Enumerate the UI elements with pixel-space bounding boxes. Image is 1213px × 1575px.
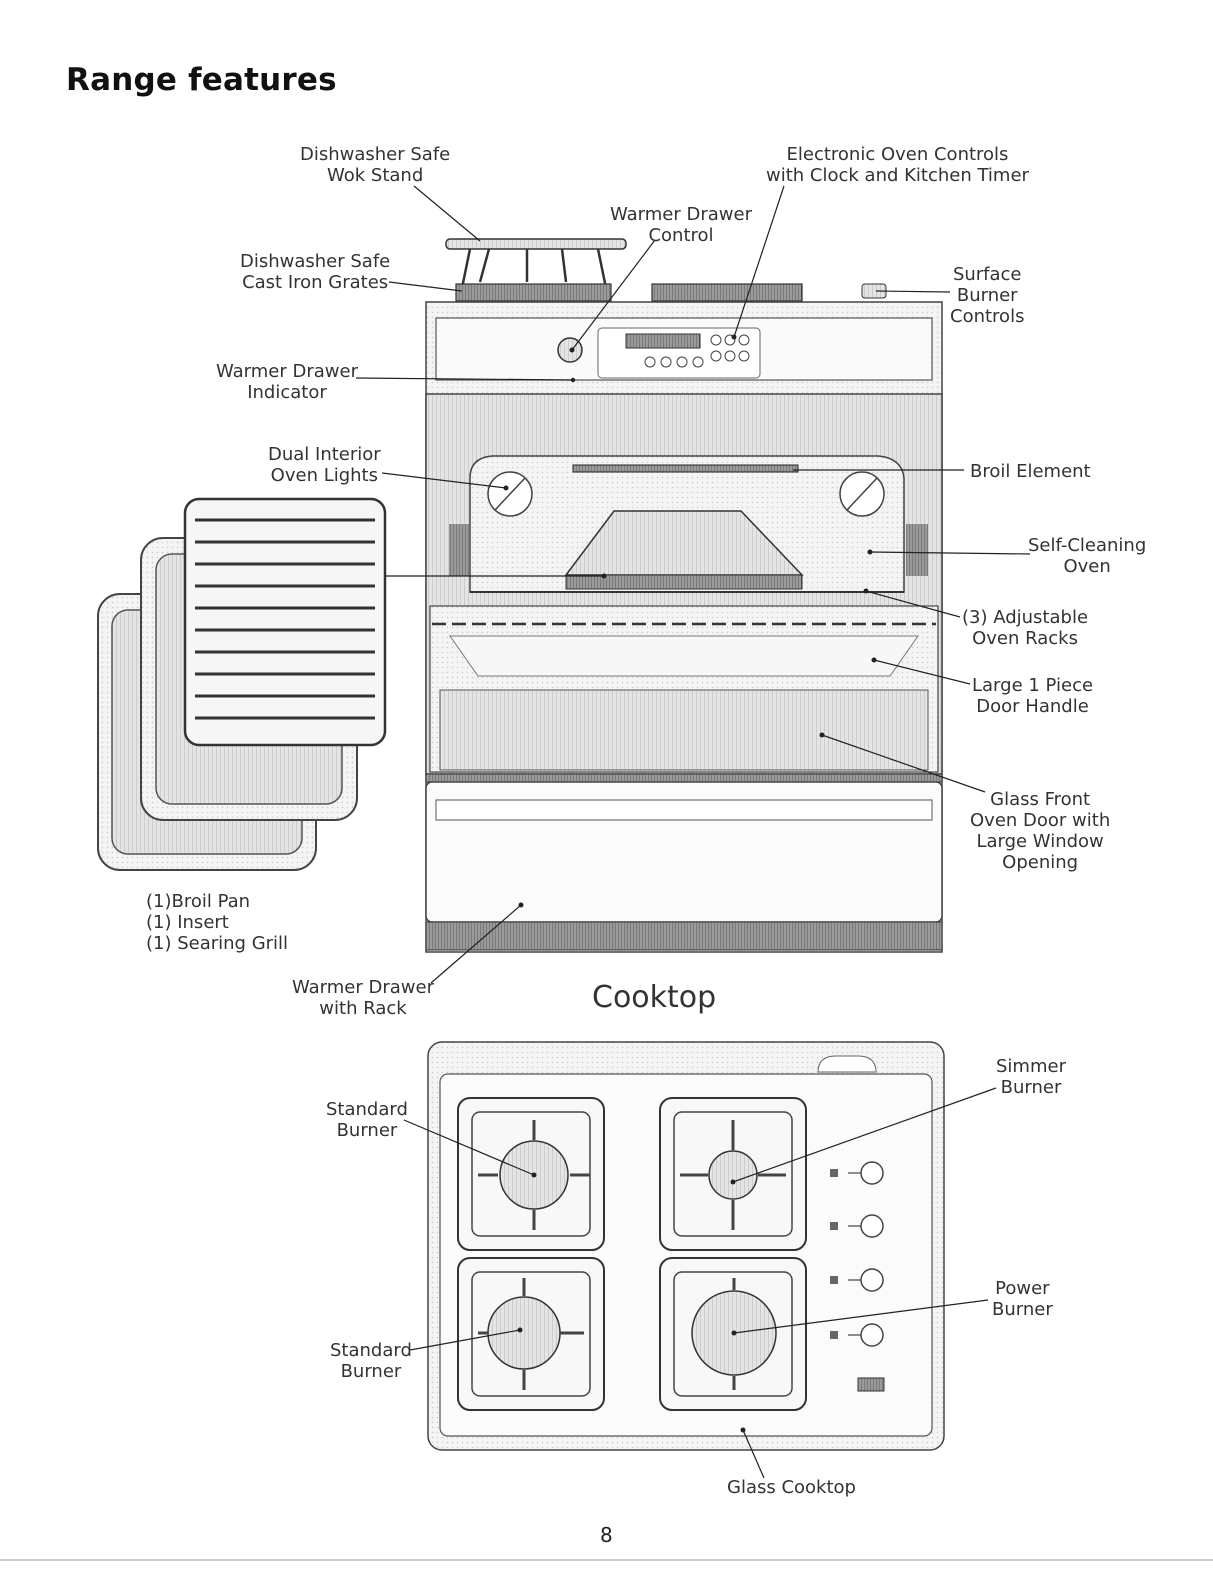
standard-burner-bottom	[487, 1296, 561, 1370]
control-knob-4	[860, 1323, 884, 1347]
broil-pan-set	[97, 497, 387, 871]
control-knob-1	[860, 1161, 884, 1185]
cooktop-indicator	[857, 1377, 885, 1392]
cast-iron-grate-left	[455, 283, 612, 302]
cooktop-heading: Cooktop	[592, 980, 717, 1015]
label-broil-element: Broil Element	[970, 461, 1091, 482]
simmer-burner	[708, 1150, 758, 1200]
door-window	[439, 689, 929, 771]
cooktop-illustration	[427, 1041, 945, 1451]
label-glass-cooktop: Glass Cooktop	[727, 1477, 856, 1498]
wok-stand	[445, 238, 627, 289]
broil-element	[572, 464, 799, 473]
door-handle	[449, 635, 919, 677]
page-number: 8	[600, 1523, 613, 1547]
cast-iron-grate-right	[651, 283, 803, 302]
toe-kick	[425, 921, 943, 951]
control-knob-2	[860, 1214, 884, 1238]
label-broil-pan-set: (1)Broil Pan(1) Insert(1) Searing Grill	[146, 891, 289, 954]
page-title: Range features	[66, 62, 337, 98]
control-knob-3	[860, 1268, 884, 1292]
